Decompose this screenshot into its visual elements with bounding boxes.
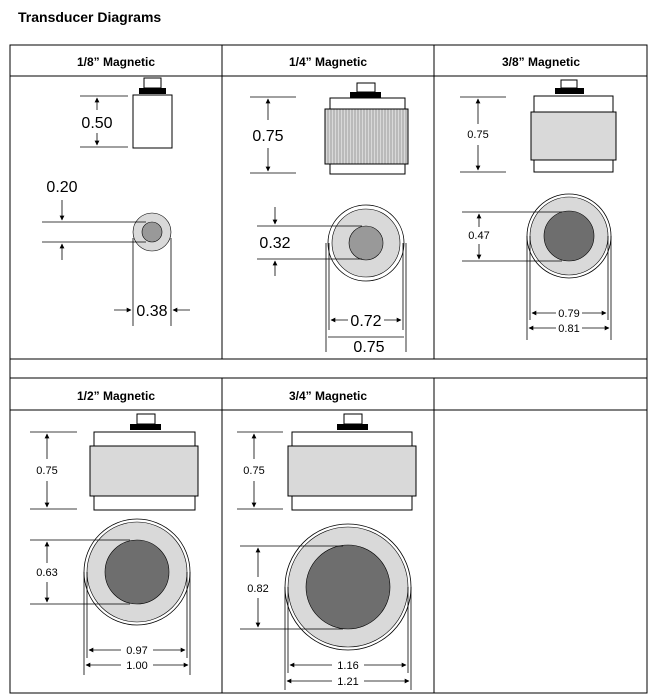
header-3-8-magnetic: 3/8” Magnetic xyxy=(502,55,580,69)
inner-label: 0.82 xyxy=(247,583,268,595)
inner-dimension xyxy=(257,207,362,276)
inner-dimension xyxy=(462,211,562,262)
page-title: Transducer Diagrams xyxy=(18,9,162,25)
inner-label: 0.63 xyxy=(36,567,57,579)
header-1-8-magnetic: 1/8” Magnetic xyxy=(77,55,155,69)
transducer-face-view xyxy=(284,523,412,651)
transducer-side-view xyxy=(287,413,417,511)
inner-label: 0.20 xyxy=(46,179,77,196)
dia-outer-label: 1.21 xyxy=(337,676,358,688)
table-grid xyxy=(9,44,648,694)
height-label: 0.75 xyxy=(243,465,264,477)
diagram-3-8-magnetic: 0.75 0.47 0.79 0.81 xyxy=(460,79,617,340)
height-dimension xyxy=(80,95,128,148)
diameter-dimensions xyxy=(325,243,407,352)
dia-inner-label: 0.79 xyxy=(558,308,579,320)
diameter-dimensions xyxy=(83,572,191,675)
height-dimension xyxy=(460,96,506,173)
dia-outer-label: 0.81 xyxy=(558,323,579,335)
diameter-dimensions xyxy=(284,587,412,690)
height-label: 0.50 xyxy=(81,115,112,132)
transducer-side-view xyxy=(324,82,409,175)
height-dimension xyxy=(237,431,283,510)
dia-inner-label: 1.16 xyxy=(337,660,358,672)
inner-dimension xyxy=(30,539,130,605)
dia-outer-label: 0.75 xyxy=(353,339,384,356)
diagram-3-4-magnetic: 0.75 0.82 1.16 1.21 xyxy=(237,413,417,690)
outer-label: 0.38 xyxy=(136,303,167,320)
dia-outer-label: 1.00 xyxy=(126,660,147,672)
dia-inner-label: 0.72 xyxy=(350,313,381,330)
diagram-1-2-magnetic: 0.75 0.63 0.97 1.00 xyxy=(30,413,199,675)
height-label: 0.75 xyxy=(467,129,488,141)
transducer-face-view xyxy=(526,193,612,279)
transducer-face-view xyxy=(327,204,405,282)
dia-inner-label: 0.97 xyxy=(126,645,147,657)
height-label: 0.75 xyxy=(252,128,283,145)
transducer-side-view xyxy=(89,413,199,511)
header-1-2-magnetic: 1/2” Magnetic xyxy=(77,389,155,403)
header-3-4-magnetic: 3/4” Magnetic xyxy=(289,389,367,403)
height-dimension xyxy=(30,431,77,510)
transducer-face-view xyxy=(132,212,172,252)
diagram-1-4-magnetic: 0.75 0.32 0.72 0.75 xyxy=(250,82,409,356)
inner-label: 0.32 xyxy=(259,235,290,252)
inner-label: 0.47 xyxy=(468,230,489,242)
transducer-side-view xyxy=(132,77,173,149)
transducer-face-view xyxy=(83,518,191,626)
height-label: 0.75 xyxy=(36,465,57,477)
inner-dimension xyxy=(240,545,343,630)
transducer-side-view xyxy=(530,79,617,173)
header-1-4-magnetic: 1/4” Magnetic xyxy=(289,55,367,69)
diameter-dimensions xyxy=(526,236,612,340)
inner-dimension xyxy=(42,200,146,260)
outer-dimension xyxy=(114,238,190,326)
diagram-1-8-magnetic: 0.50 0.20 0.38 xyxy=(42,77,190,326)
height-dimension xyxy=(250,96,296,174)
